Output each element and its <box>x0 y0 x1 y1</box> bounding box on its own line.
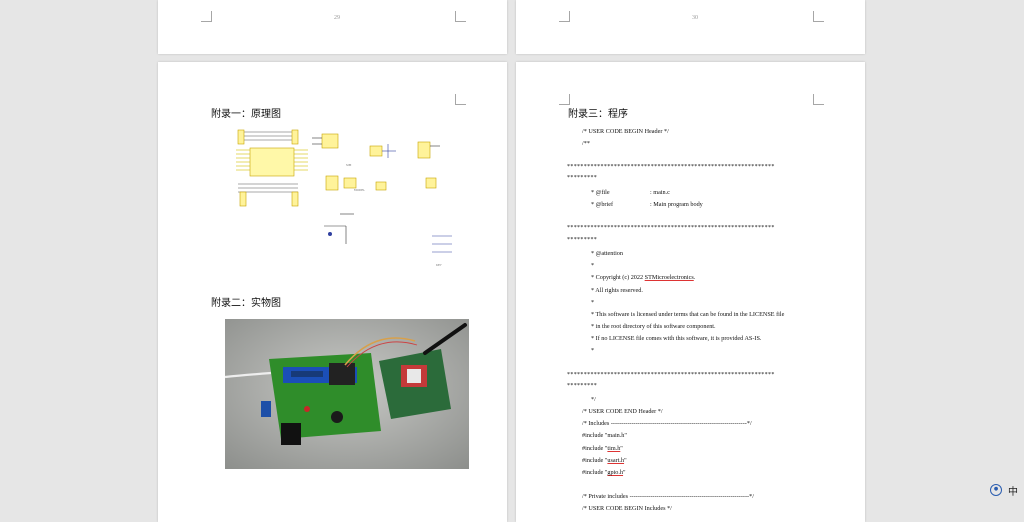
code-line: /* USER CODE BEGIN Includes */ <box>582 505 672 512</box>
input-method-indicator[interactable]: ● 中 <box>988 482 1022 499</box>
code-line: /* USER CODE END Header */ <box>582 408 663 415</box>
page-appendix-3: 附录三：程序 /* USER CODE BEGIN Header */ /** … <box>516 62 865 522</box>
include-quote: " <box>620 445 623 452</box>
hardware-photo <box>225 319 469 469</box>
crop-mark <box>455 94 466 105</box>
page-appendix-1-2: 附录一：原理图 <box>158 62 507 522</box>
copyright-text: * Copyright (c) 2022 <box>591 274 645 281</box>
code-line: ****************************************… <box>567 164 775 170</box>
code-line: * <box>591 262 595 269</box>
code-line: * Copyright (c) 2022 STMicroelectronics. <box>591 274 695 282</box>
include-quote: " <box>623 469 626 476</box>
crop-mark <box>813 11 824 22</box>
code-line: ****************************************… <box>567 225 775 231</box>
include-file: usart.h <box>607 457 625 464</box>
code-line: #include "main.h" <box>582 432 627 439</box>
page-number: 29 <box>334 15 340 21</box>
code-line: * If no LICENSE file comes with this sof… <box>591 335 762 342</box>
code-line: * <box>591 299 595 306</box>
code-line: : Main program body <box>650 201 703 208</box>
code-line: ********* <box>567 237 598 243</box>
code-line: /** <box>582 140 590 147</box>
code-line: * This software is licensed under terms … <box>591 311 785 318</box>
code-line: #include "usart.h" <box>582 457 627 465</box>
code-line: ********* <box>567 383 598 389</box>
include-directive: #include " <box>582 457 608 464</box>
code-line: * @brief <box>591 201 614 208</box>
code-line: /* Includes ----------------------------… <box>582 420 752 427</box>
code-line: /* USER CODE BEGIN Header */ <box>582 128 669 135</box>
code-line: /* Private includes --------------------… <box>582 493 754 500</box>
svg-text:SIM: SIM <box>346 163 352 167</box>
code-line: * @file <box>591 189 610 196</box>
code-line: ****************************************… <box>567 372 775 378</box>
code-line: */ <box>591 396 596 403</box>
copyright-period: . <box>693 274 696 281</box>
include-quote: " <box>624 457 627 464</box>
code-line: * @attention <box>591 250 623 257</box>
svg-text:MODEL: MODEL <box>354 188 365 192</box>
ime-language-label[interactable]: 中 <box>1008 487 1018 498</box>
code-line: : main.c <box>650 189 670 196</box>
crop-mark <box>201 11 212 22</box>
include-directive: #include " <box>582 469 608 476</box>
crop-mark <box>559 11 570 22</box>
include-directive: #include " <box>582 445 608 452</box>
crop-mark <box>813 94 824 105</box>
include-file: tim.h <box>607 445 621 452</box>
code-line: * All rights reserved. <box>591 287 643 294</box>
svg-text:KEY: KEY <box>436 263 442 267</box>
code-line: * <box>591 347 595 354</box>
appendix-3-title: 附录三：程序 <box>568 109 628 120</box>
page-29: 29 <box>158 0 507 54</box>
code-line: #include "gpio.h" <box>582 469 626 477</box>
company-name: STMicroelectronics <box>644 274 694 281</box>
code-line: * in the root directory of this software… <box>591 323 716 330</box>
crop-mark <box>455 11 466 22</box>
schematic-diagram: SIM MODEL KEY <box>236 129 452 267</box>
page-30: 30 <box>516 0 865 54</box>
code-line: ********* <box>567 175 598 181</box>
page-number: 30 <box>692 15 698 21</box>
ime-logo-icon[interactable]: ● <box>990 484 1002 496</box>
appendix-1-title: 附录一：原理图 <box>211 109 281 120</box>
crop-mark <box>559 94 570 105</box>
code-line: #include "tim.h" <box>582 445 623 453</box>
include-file: gpio.h <box>607 469 624 476</box>
appendix-2-title: 附录二：实物图 <box>211 298 281 309</box>
